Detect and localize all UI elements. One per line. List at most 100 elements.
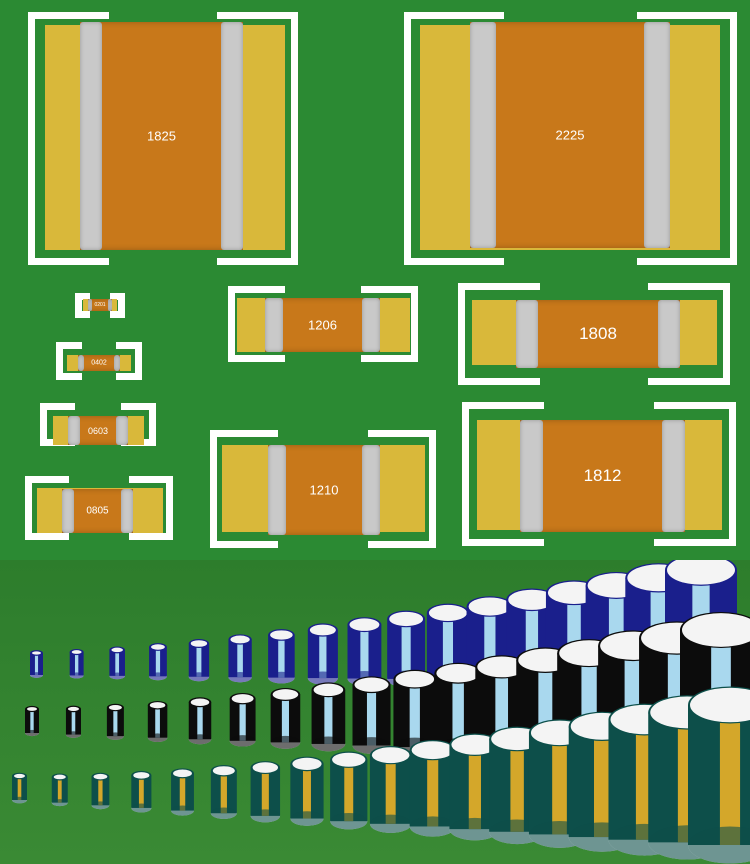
- capacitor-bottom-edge: [30, 672, 43, 678]
- capacitor-blue: [30, 650, 43, 678]
- capacitor-bottom-edge: [109, 672, 125, 680]
- polarity-stripe: [179, 773, 186, 811]
- capacitor-top-vent: [309, 624, 336, 636]
- capacitor-bottom-edge: [69, 672, 84, 679]
- termination-left: [520, 420, 543, 532]
- polarity-stripe: [261, 767, 269, 816]
- capacitor-black: [188, 697, 212, 745]
- capacitor-top-vent: [667, 560, 735, 585]
- termination-left: [78, 355, 84, 371]
- capacitor-bottom-edge: [65, 731, 81, 738]
- component-body-1812: 1812: [520, 420, 685, 532]
- capacitor-bottom-edge: [311, 736, 346, 752]
- footprint-label: 1812: [583, 466, 622, 485]
- capacitor-top-vent: [173, 769, 192, 778]
- silkscreen-bracket-left: [75, 293, 90, 318]
- capacitor-top-vent: [682, 613, 750, 647]
- footprint-label: 2225: [555, 127, 585, 143]
- capacitor-teal: [409, 739, 456, 837]
- polarity-stripe: [442, 612, 454, 680]
- silkscreen-bracket-right: [368, 430, 436, 548]
- polarity-stripe: [366, 684, 377, 746]
- capacitor-top-vent: [190, 640, 208, 647]
- capacitor-black: [65, 705, 81, 738]
- capacitor-top-vent: [436, 663, 480, 683]
- termination-right: [362, 298, 380, 352]
- capacitor-bottom-edge: [106, 732, 124, 740]
- silkscreen-bracket-left: [56, 342, 82, 380]
- polarity-stripe: [278, 634, 285, 678]
- capacitor-top-vent: [270, 630, 293, 640]
- capacitor-bottom-edge: [409, 816, 456, 837]
- termination-right: [116, 416, 128, 445]
- capacitor-top-vent: [395, 670, 435, 688]
- silkscreen-bracket-left: [458, 283, 540, 385]
- capacitor-top-vent: [190, 698, 210, 706]
- polarity-stripe: [197, 702, 203, 740]
- capacitor-bottom-edge: [51, 799, 68, 807]
- capacitor-blue: [307, 623, 338, 685]
- silkscreen-bracket-left: [404, 12, 504, 265]
- termination-right: [114, 355, 120, 371]
- capacitor-top-vent: [71, 650, 82, 654]
- capacitor-bottom-edge: [131, 803, 152, 813]
- capacitor-top-vent: [149, 702, 166, 709]
- polarity-stripe: [409, 679, 420, 748]
- silkscreen-bracket-left: [25, 476, 69, 540]
- capacitor-bottom-edge: [290, 811, 324, 826]
- capacitor-teal: [369, 745, 412, 833]
- capacitor-teal: [250, 761, 281, 823]
- silkscreen-bracket-right: [637, 12, 737, 265]
- capacitor-blue: [347, 617, 382, 686]
- termination-left: [470, 22, 496, 248]
- component-body-1808: 1808: [516, 300, 680, 368]
- capacitor-top-vent: [477, 656, 527, 678]
- capacitor-top-vent: [428, 604, 468, 621]
- polarity-stripe: [385, 755, 396, 824]
- capacitor-bottom-edge: [449, 817, 501, 841]
- polarity-stripe: [427, 750, 439, 827]
- polarity-stripe: [281, 694, 289, 743]
- capacitor-top-vent: [313, 683, 344, 697]
- capacitor-top-vent: [133, 772, 150, 779]
- silkscreen-bracket-left: [228, 286, 285, 362]
- capacitor-top-vent: [151, 644, 165, 650]
- capacitor-blue: [188, 639, 210, 682]
- capacitor-top-vent: [111, 647, 123, 653]
- capacitor-top-vent: [272, 689, 299, 700]
- capacitor-top-vent: [93, 773, 108, 780]
- capacitor-bottom-edge: [270, 735, 301, 749]
- capacitor-bottom-edge: [369, 814, 412, 833]
- capacitor-top-vent: [411, 741, 454, 760]
- capacitor-top-vent: [508, 589, 556, 610]
- capacitor-top-vent: [292, 757, 322, 770]
- silkscreen-bracket-right: [217, 12, 298, 265]
- silkscreen-bracket-right: [648, 283, 730, 385]
- capacitor-top-vent: [230, 635, 250, 644]
- capacitor-bottom-edge: [307, 671, 338, 685]
- termination-right: [121, 489, 133, 533]
- polarity-stripe: [155, 647, 161, 677]
- termination-right: [658, 300, 680, 368]
- polarity-stripe: [138, 775, 144, 808]
- polarity-stripe: [74, 652, 79, 676]
- capacitor-top-vent: [252, 762, 279, 773]
- polarity-stripe: [468, 744, 481, 830]
- capacitor-teal: [12, 772, 27, 804]
- component-body-0805: 0805: [62, 489, 133, 533]
- polarity-stripe: [30, 709, 34, 733]
- polarity-stripe: [155, 705, 160, 738]
- polarity-stripe: [594, 726, 610, 838]
- capacitor-blue: [109, 646, 125, 680]
- capacitor-black: [147, 700, 168, 742]
- capacitor-array-svg: [12, 560, 750, 864]
- capacitor-bottom-edge: [210, 807, 237, 819]
- capacitor-top-vent: [332, 752, 366, 767]
- footprint-label: 1808: [579, 324, 617, 343]
- capacitor-top-vent: [14, 773, 25, 779]
- capacitor-bottom-edge: [268, 671, 295, 684]
- capacitor-top-vent: [231, 694, 254, 704]
- polarity-stripe: [324, 689, 333, 744]
